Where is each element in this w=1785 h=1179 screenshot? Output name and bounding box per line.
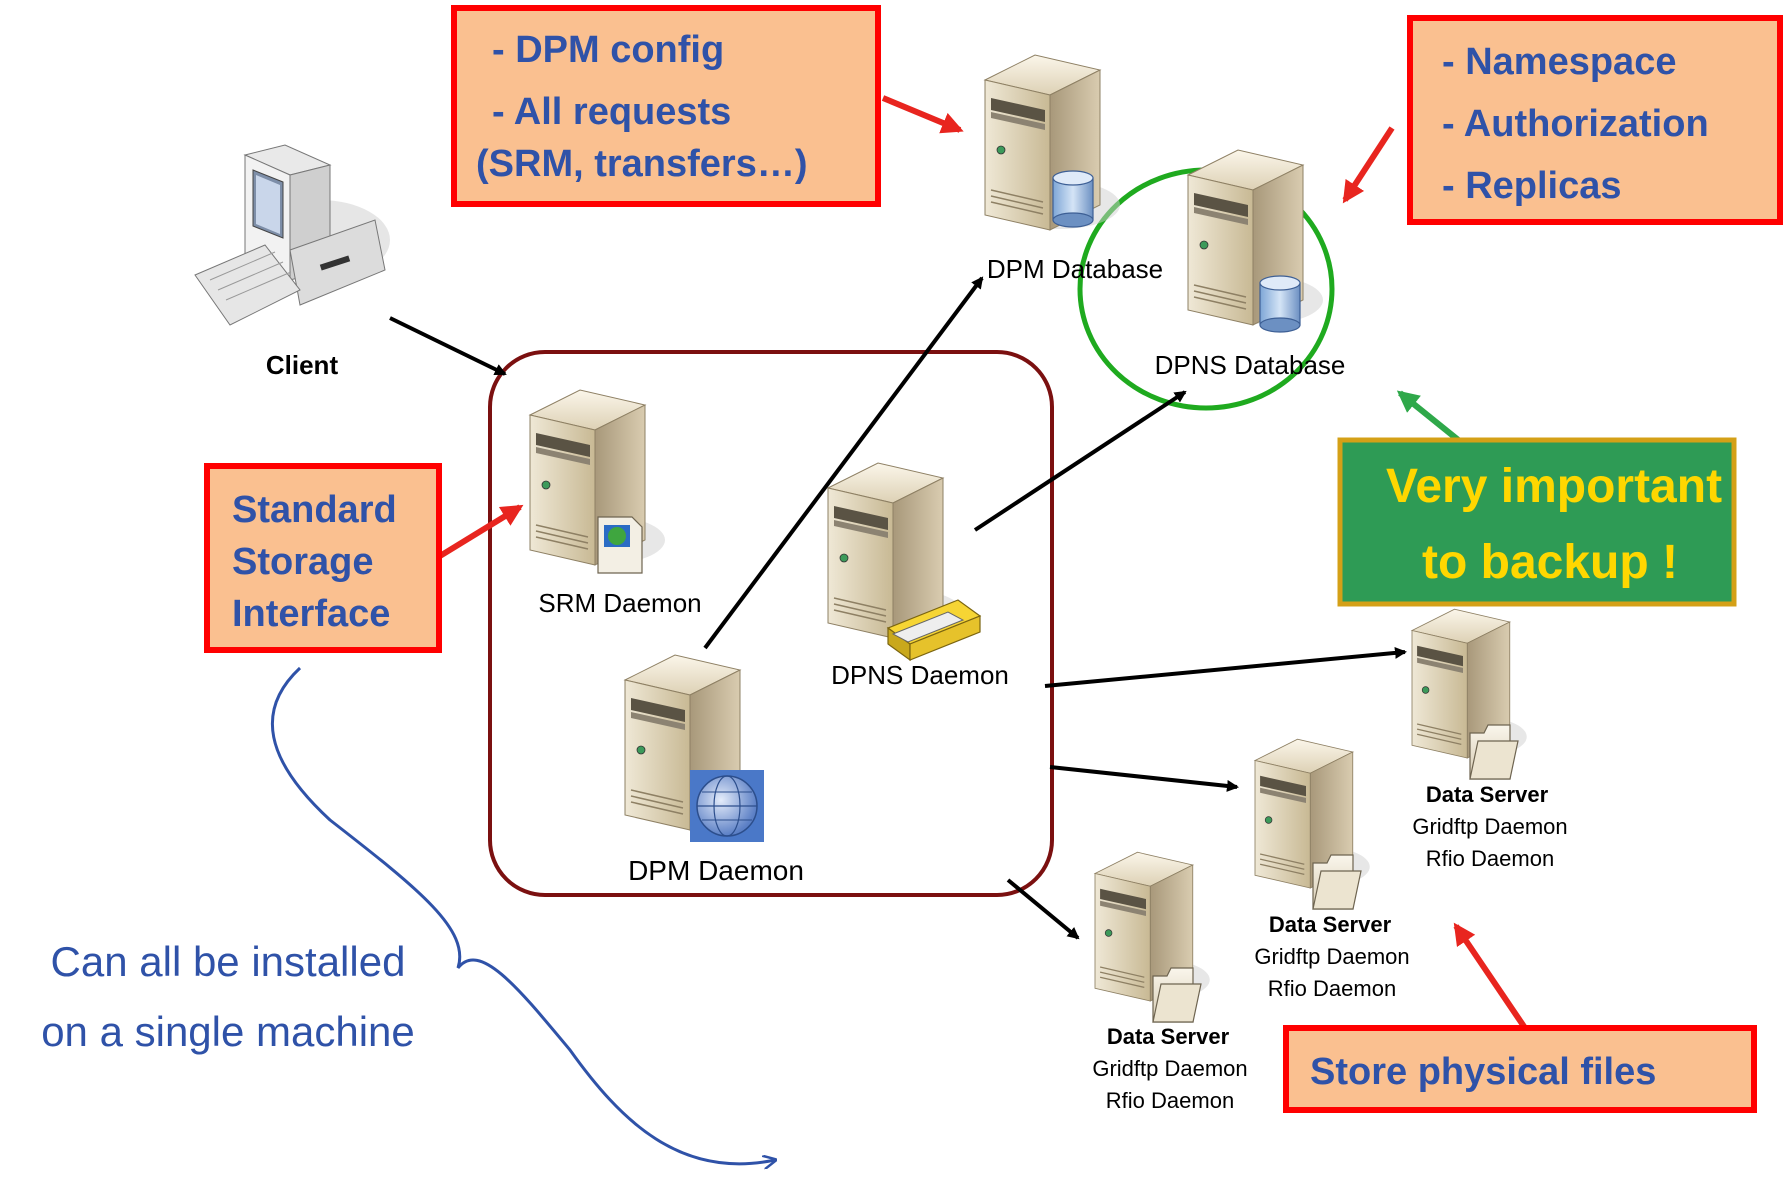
dpns-callout-line2: - Authorization: [1442, 103, 1709, 145]
srm-callout-line3: Interface: [232, 593, 390, 635]
red-arrow-to-data-servers: [1453, 922, 1528, 1030]
arrow-to-data-server-3: [1006, 878, 1080, 940]
dpns-daemon-label: DPNS Daemon: [831, 660, 1009, 690]
red-arrow-to-srm-daemon: [438, 504, 524, 559]
data-server-3-title: Data Server: [1107, 1024, 1230, 1049]
backup-callout: Very important to backup !: [1337, 437, 1737, 607]
data-server-1-icon: [1411, 608, 1528, 780]
dpns-database-server-icon: [1187, 149, 1324, 333]
data-server-1-title: Data Server: [1426, 782, 1549, 807]
client-computer-icon: [194, 144, 390, 326]
annotation-line2: on a single machine: [41, 1008, 415, 1055]
dpm-callout-line3: (SRM, transfers…): [476, 143, 808, 185]
dpns-callout-line3: - Replicas: [1442, 165, 1622, 207]
red-arrow-to-dpns-database: [1342, 126, 1395, 204]
green-arrow-to-dpns-database: [1396, 390, 1464, 446]
data-server-3-line2: Rfio Daemon: [1106, 1088, 1234, 1113]
data-server-1-line2: Rfio Daemon: [1426, 846, 1554, 871]
dpns-daemon-server-icon: [827, 462, 982, 662]
data-server-2-line2: Rfio Daemon: [1268, 976, 1396, 1001]
dpm-database-label: DPM Database: [987, 254, 1163, 284]
annotation-line1: Can all be installed: [51, 938, 406, 985]
arrow-dpns-daemon-to-dpns-database: [973, 390, 1187, 532]
data-server-2-icon: [1254, 738, 1371, 910]
client-label: Client: [266, 350, 339, 380]
globe-document-icon: [597, 516, 643, 574]
arrow-to-data-server-1: [1044, 646, 1407, 688]
backup-callout-line2: to backup !: [1422, 536, 1678, 589]
data-server-1-line1: Gridftp Daemon: [1412, 814, 1567, 839]
srm-interface-callout: Standard Storage Interface: [204, 463, 442, 653]
srm-daemon-label: SRM Daemon: [538, 588, 701, 618]
srm-callout-line2: Storage: [232, 541, 373, 583]
data-server-3-icon: [1094, 851, 1211, 1023]
data-server-3-line1: Gridftp Daemon: [1092, 1056, 1247, 1081]
dpm-database-callout: - DPM config - All requests (SRM, transf…: [451, 5, 881, 207]
dpns-database-callout: - Namespace - Authorization - Replicas: [1407, 15, 1783, 225]
data-server-2-line1: Gridftp Daemon: [1254, 944, 1409, 969]
dpm-database-server-icon: [984, 54, 1121, 231]
physical-files-callout-text: Store physical files: [1310, 1051, 1656, 1093]
dpm-daemon-server-icon: [624, 654, 764, 842]
globe-icon: [690, 770, 764, 842]
data-server-2-title: Data Server: [1269, 912, 1392, 937]
srm-daemon-server-icon: [529, 389, 666, 574]
arrow-dpm-daemon-to-dpm-database: [703, 276, 984, 650]
backup-callout-line1: Very important: [1386, 460, 1722, 513]
dpm-callout-line1: - DPM config: [492, 29, 724, 71]
dpns-callout-line1: - Namespace: [1442, 41, 1676, 83]
drive-icon: [886, 599, 982, 662]
services-group-box: [488, 350, 1054, 897]
srm-callout-line1: Standard: [232, 489, 397, 531]
arrow-client-to-services: [389, 316, 507, 376]
arrow-to-data-server-2: [1049, 765, 1239, 792]
physical-files-callout: Store physical files: [1283, 1025, 1757, 1113]
red-arrow-to-dpm-database: [881, 95, 964, 134]
dpm-daemon-label: DPM Daemon: [628, 855, 804, 886]
dpm-callout-line2: - All requests: [492, 91, 731, 133]
dpns-database-label: DPNS Database: [1155, 350, 1346, 380]
annotation-brace-curve: [270, 666, 775, 1164]
